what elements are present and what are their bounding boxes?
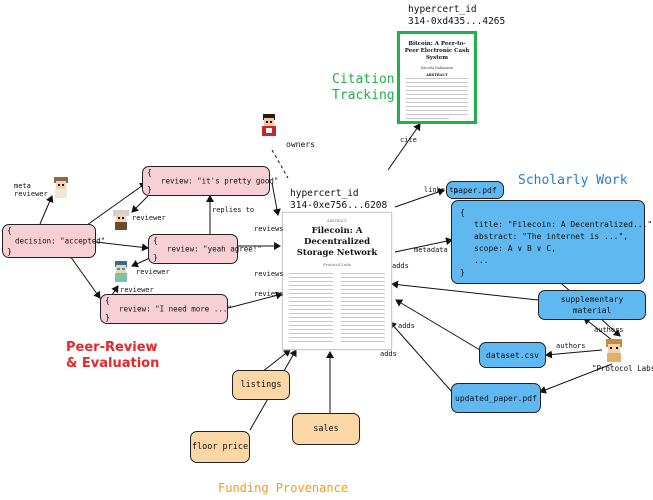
- brace-close: }: [147, 185, 152, 194]
- listings-box[interactable]: listings: [232, 370, 290, 400]
- label-reviews-3: reviews: [254, 290, 284, 298]
- section-citation-tracking: Citation Tracking: [332, 72, 395, 103]
- meta-reviewer-avatar-icon: [54, 177, 68, 198]
- bitcoin-paper-title: Bitcoin: A Peer-to-Peer Electronic Cash …: [404, 41, 470, 61]
- edge-owners: [271, 149, 289, 179]
- label-protocol-labs: "Protocol Labs": [592, 364, 653, 373]
- supplementary-material-box[interactable]: supplementary material: [538, 290, 646, 320]
- bitcoin-paper-abstract-header: ABSTRACT: [426, 73, 448, 77]
- edge-authors-dataset: [545, 349, 603, 359]
- label-authors-2: authors: [556, 342, 586, 350]
- brace-open: {: [7, 226, 12, 235]
- edge-decision-review3: [69, 255, 101, 299]
- label-reviewer-2: reviewer: [136, 268, 170, 276]
- label-reviews-2: reviews: [254, 270, 284, 278]
- floor-price-box[interactable]: floor price: [190, 431, 250, 463]
- hypercert-id-bitcoin: hypercert_id 314-0xd435...4265: [408, 4, 506, 27]
- edge-listings: [261, 349, 291, 373]
- label-reviews-1: reviews: [254, 225, 284, 233]
- edge-cite: [387, 123, 421, 171]
- bitcoin-paper-thumbnail[interactable]: Bitcoin: A Peer-to-Peer Electronic Cash …: [397, 31, 477, 124]
- label-authors-1: authors: [594, 326, 624, 334]
- edge-adds-supplementary: [391, 280, 539, 301]
- section-peer-review: Peer-Review & Evaluation: [66, 340, 160, 371]
- paper-pdf-box[interactable]: paper.pdf: [446, 181, 504, 199]
- brace-close: }: [7, 247, 12, 256]
- review-1-text: review: "it's pretty good": [161, 176, 279, 186]
- edge-decision-review1: [79, 182, 147, 231]
- filecoin-paper-thumbnail[interactable]: ABSTRACT Filecoin: A Decentralized Stora…: [282, 212, 392, 350]
- label-replies-to: replies to: [212, 206, 255, 214]
- label-owners: owners: [286, 140, 315, 149]
- decision-box[interactable]: { decision: "accepted" }: [2, 224, 106, 258]
- label-adds-1: adds: [392, 262, 409, 270]
- metadata-scope: scope: A ∨ B ∨ C,: [474, 244, 556, 253]
- hypercert-id-filecoin: hypercert_id 314-0xe756...6208: [290, 188, 388, 211]
- review-box-1[interactable]: { review: "it's pretty good" }: [142, 166, 279, 196]
- brace-close: }: [105, 313, 110, 322]
- reviewer-1-avatar-icon: [113, 210, 129, 230]
- reviewer-2-avatar-icon: [115, 261, 127, 282]
- label-metadata: metadata: [414, 246, 448, 254]
- label-adds-2: adds: [398, 322, 415, 330]
- review-box-3[interactable]: { review: "I need more ..." }: [100, 294, 232, 324]
- brace-close: }: [153, 253, 158, 262]
- section-scholarly-work: Scholarly Work: [518, 173, 628, 188]
- dataset-csv-box[interactable]: dataset.csv: [479, 342, 546, 368]
- bitcoin-paper-author: Satoshi Nakamoto: [420, 66, 454, 70]
- protocol-labs-avatar-icon: [606, 339, 622, 362]
- filecoin-paper-subtitle: Protocol Labs: [323, 262, 351, 267]
- review-3-text: review: "I need more ...": [119, 304, 232, 314]
- label-reviewer-3: reviewer: [120, 286, 154, 294]
- edge-links-to: [394, 188, 445, 208]
- review-2-text: review: "yeah agree!": [167, 244, 262, 254]
- label-reviewer-1: reviewer: [132, 214, 166, 222]
- edge-authors-updated: [539, 363, 613, 394]
- label-adds-3: adds: [380, 350, 397, 358]
- edge-review1-reviewer: [131, 195, 149, 213]
- owner-avatar-icon: [262, 114, 276, 136]
- decision-text: decision: "accepted": [15, 236, 106, 246]
- edge-decision-meta: [39, 195, 54, 225]
- metadata-more: ...: [474, 256, 489, 265]
- metadata-box[interactable]: { title: "Filecoin: A Decentralized...",…: [451, 200, 653, 284]
- edge-decision-review2: [95, 241, 149, 252]
- metadata-abstract: abstract: "The internet is ...",: [474, 232, 629, 241]
- filecoin-paper-header: ABSTRACT: [326, 219, 347, 223]
- edge-authors-supplementary: [583, 317, 613, 341]
- brace-open: {: [153, 236, 158, 245]
- label-meta-reviewer: meta reviewer: [14, 182, 48, 198]
- review-box-2[interactable]: { review: "yeah agree!" }: [148, 234, 262, 264]
- edge-review2-reviewer: [131, 257, 151, 268]
- filecoin-paper-title: Filecoin: A Decentralized Storage Networ…: [296, 226, 378, 258]
- sales-box[interactable]: sales: [292, 413, 360, 445]
- label-links-to: links to: [424, 186, 458, 194]
- updated-paper-box[interactable]: updated_paper.pdf: [451, 383, 541, 413]
- brace-open: {: [147, 168, 152, 177]
- edge-reviews-3: [227, 291, 283, 309]
- metadata-title: title: "Filecoin: A Decentralized...",: [474, 220, 653, 229]
- edge-reviews-1: [271, 182, 281, 216]
- section-funding-provenance: Funding Provenance: [218, 481, 349, 495]
- edge-adds-updated: [389, 321, 453, 393]
- edge-adds-dataset: [395, 299, 481, 351]
- edge-metadata: [394, 237, 453, 253]
- metadata-brace-close: }: [460, 268, 465, 277]
- brace-open: {: [105, 296, 110, 305]
- metadata-brace-open: {: [460, 208, 465, 217]
- label-cite: cite: [400, 136, 417, 144]
